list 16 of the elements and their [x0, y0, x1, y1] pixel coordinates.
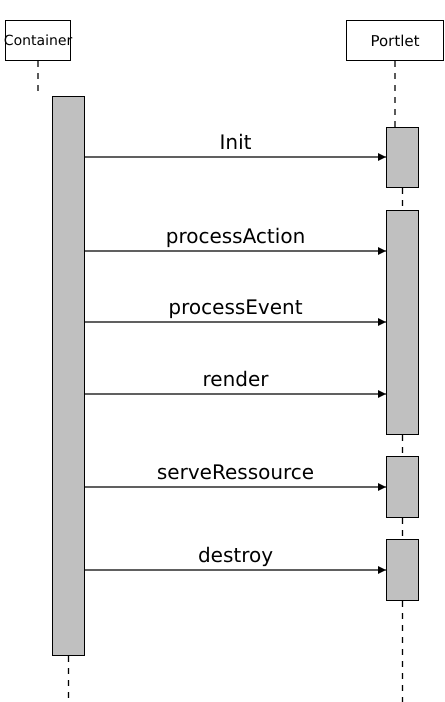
message-arrow [85, 390, 386, 398]
message-arrow [85, 566, 386, 574]
lifeline-header: Portlet [346, 20, 444, 61]
activation-bar [52, 96, 85, 656]
lifeline [402, 435, 404, 456]
lifeline [394, 61, 396, 127]
lifeline [402, 601, 404, 702]
lifeline [402, 518, 404, 539]
message-arrow [85, 483, 386, 491]
message-arrow [85, 318, 386, 326]
activation-bar [386, 539, 419, 601]
message-arrow [85, 247, 386, 255]
activation-bar [386, 456, 419, 518]
message-arrow [85, 153, 386, 161]
activation-bar [386, 127, 419, 188]
activation-bar [386, 210, 419, 435]
